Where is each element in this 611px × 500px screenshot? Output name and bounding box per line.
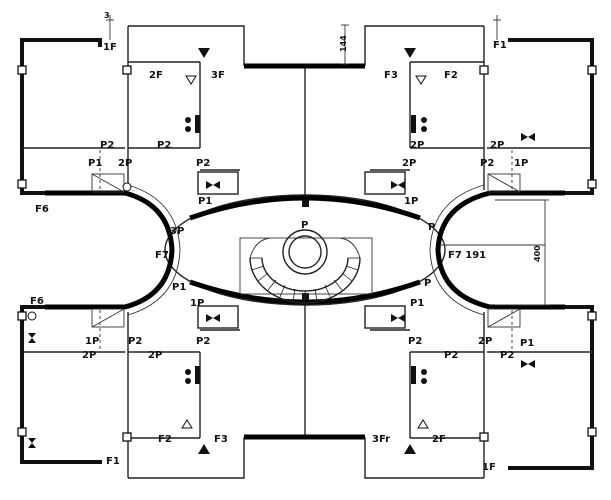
valve-icon <box>391 181 405 189</box>
label-p2: P2 <box>157 140 171 151</box>
triangle-up-outline-icon <box>417 419 429 429</box>
triangle-down-outline-icon <box>185 75 197 85</box>
label-p2: P2 <box>128 336 142 347</box>
label-2p: 2P <box>118 158 132 169</box>
label-p2: P2 <box>480 158 494 169</box>
label-2f: 2F <box>149 70 163 81</box>
label-p1: P1 <box>410 298 424 309</box>
label-2p: 2P <box>478 336 492 347</box>
label-p1: P1 <box>172 282 186 293</box>
plan-labels: 3 144 400 1F F1 2F 3F F3 F2 P2 P2 2P 2P … <box>30 11 542 473</box>
label-p2: P2 <box>100 140 114 151</box>
dimension-label: 144 <box>339 35 348 52</box>
dimension-label: 400 <box>533 245 542 262</box>
label-1f: 1F <box>482 462 496 473</box>
label-3f: 3F <box>211 70 225 81</box>
label-f1: F1 <box>106 456 120 467</box>
hourglass-icon <box>28 333 36 343</box>
label-p2: P2 <box>196 336 210 347</box>
label-p2: P2 <box>444 350 458 361</box>
label-f3: F3 <box>214 434 228 445</box>
label-f6: F6 <box>35 204 49 215</box>
label-2p: 2P <box>490 140 504 151</box>
label-p1: P1 <box>520 338 534 349</box>
triangle-down-outline-icon <box>415 75 427 85</box>
label-2f: 2F <box>432 434 446 445</box>
triangle-up-outline-icon <box>181 419 193 429</box>
label-p1: P1 <box>88 158 102 169</box>
dimension-lines <box>106 15 549 306</box>
label-p1: P1 <box>198 196 212 207</box>
label-p: P <box>301 220 308 231</box>
columns <box>17 65 597 442</box>
triangle-down-icon <box>404 48 416 58</box>
valve-icon <box>521 133 535 141</box>
triangle-up-icon <box>404 444 416 454</box>
outlet-icon <box>122 182 132 192</box>
interior-partitions <box>22 61 592 439</box>
label-f2: F2 <box>444 70 458 81</box>
label-1p: 1P <box>514 158 528 169</box>
triangle-up-icon <box>198 444 210 454</box>
label-p2: P2 <box>408 336 422 347</box>
hourglass-icon <box>28 438 36 448</box>
label-p: P <box>424 278 431 289</box>
spiral-staircase <box>239 229 373 304</box>
outer-walls <box>20 25 594 479</box>
triangle-down-icon <box>198 48 210 58</box>
switch-icon <box>185 366 200 384</box>
label-3p: 3P <box>170 226 184 237</box>
label-p2: P2 <box>500 350 514 361</box>
label-2p: 2P <box>410 140 424 151</box>
fixture-symbols <box>27 48 535 454</box>
valve-icon <box>206 314 220 322</box>
valve-icon <box>521 360 535 368</box>
central-lobby <box>124 184 491 316</box>
dimension-label: 3 <box>104 11 110 20</box>
valve-icon <box>206 181 220 189</box>
label-f3: F3 <box>384 70 398 81</box>
label-1p: 1P <box>404 196 418 207</box>
label-1p: 1P <box>85 336 99 347</box>
label-2p: 2P <box>402 158 416 169</box>
valve-icon <box>391 314 405 322</box>
label-1p: 1P <box>190 298 204 309</box>
label-2p: 2P <box>148 350 162 361</box>
switch-icon <box>185 115 200 133</box>
switch-icon <box>411 115 427 133</box>
outlet-icon <box>27 311 37 321</box>
label-f6: F6 <box>30 296 44 307</box>
label-f2: F2 <box>158 434 172 445</box>
switch-icon <box>411 366 427 384</box>
label-f7: F7 <box>155 250 169 261</box>
label-3fr: 3Fr <box>372 434 390 445</box>
label-p2: P2 <box>196 158 210 169</box>
label-f7-191: F7 191 <box>448 250 486 261</box>
label-f1: F1 <box>493 40 507 51</box>
label-1f: 1F <box>103 42 117 53</box>
label-p: P <box>428 222 435 233</box>
label-2p: 2P <box>82 350 96 361</box>
